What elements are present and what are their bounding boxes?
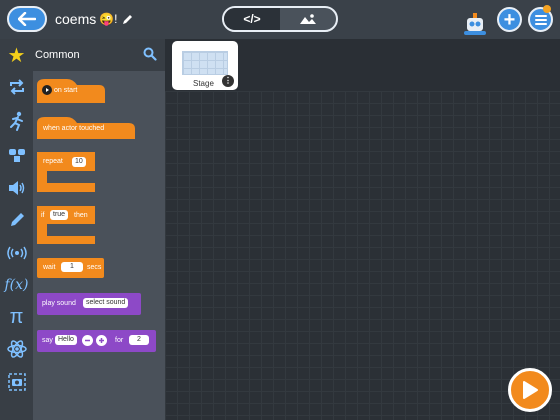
category-motion[interactable] — [0, 105, 33, 137]
speaker-icon — [8, 181, 24, 195]
robot-avatar-icon[interactable] — [462, 12, 488, 36]
select-sound-dropdown[interactable]: select sound — [83, 298, 129, 308]
say-text-input[interactable]: Hello — [55, 335, 77, 345]
play-sound-label: play sound — [42, 300, 76, 307]
back-arrow-icon — [18, 12, 36, 26]
search-icon[interactable] — [143, 47, 157, 61]
remove-param-icon[interactable] — [82, 335, 93, 346]
pencil-icon[interactable] — [121, 13, 134, 26]
plus-icon: + — [503, 8, 516, 31]
category-physics[interactable] — [0, 333, 33, 365]
stage-card[interactable]: Stage ⋮ — [172, 41, 238, 90]
block-if-then[interactable]: if true then — [37, 206, 95, 244]
view-toggle[interactable]: </> — [222, 6, 338, 32]
function-icon: f(x) — [4, 277, 29, 293]
block-on-start[interactable]: on start — [37, 79, 105, 103]
for-value-input[interactable]: 2 — [129, 335, 149, 345]
say-label: say — [42, 337, 53, 344]
costume-icon — [8, 149, 25, 162]
secs-label: secs — [87, 264, 102, 271]
block-play-sound[interactable]: play sound select sound — [37, 293, 141, 315]
runner-icon — [9, 111, 23, 131]
palette-category-title: Common — [35, 49, 80, 61]
star-icon: ★ — [7, 44, 26, 67]
repeat-icon — [9, 79, 24, 95]
stage-label: Stage — [193, 79, 214, 88]
code-canvas[interactable] — [165, 91, 560, 420]
pen-icon — [10, 213, 24, 226]
category-functions[interactable]: f(x) — [0, 269, 33, 301]
play-icon — [42, 85, 52, 95]
hat-shape — [37, 117, 135, 139]
code-icon: </> — [243, 12, 261, 26]
if-condition-input[interactable]: true — [50, 210, 69, 220]
notification-dot — [543, 5, 551, 13]
hat-shape — [37, 79, 105, 103]
project-name: coems — [55, 11, 97, 27]
block-when-actor-touched[interactable]: when actor touched — [37, 117, 135, 139]
category-camera[interactable] — [0, 366, 33, 398]
camera-icon — [7, 373, 26, 391]
when-actor-touched-label: when actor touched — [43, 125, 105, 132]
block-palette: Common on start when actor touched repea… — [33, 39, 165, 420]
block-repeat[interactable]: repeat 10 — [37, 152, 95, 192]
image-icon — [300, 14, 316, 24]
on-start-label: on start — [54, 87, 78, 94]
category-sound[interactable] — [0, 172, 33, 204]
tab-stage[interactable] — [280, 8, 336, 30]
back-button[interactable] — [7, 6, 47, 32]
category-pen[interactable] — [0, 204, 33, 236]
then-label: then — [74, 212, 88, 219]
more-options-icon[interactable]: ⋮ — [222, 75, 234, 87]
stage-thumbnail — [182, 51, 228, 75]
title-emoji: 😜! — [99, 12, 118, 26]
category-common[interactable]: ★ — [0, 39, 33, 71]
category-control[interactable] — [0, 71, 33, 103]
repeat-label: repeat — [43, 158, 63, 165]
play-button[interactable] — [508, 368, 552, 412]
block-wait[interactable]: wait 1 secs — [37, 258, 104, 278]
wait-label: wait — [43, 264, 56, 271]
project-title[interactable]: coems 😜! — [55, 11, 134, 27]
atom-icon — [6, 340, 27, 358]
category-rail: ★ f(x) π — [0, 39, 33, 420]
hamburger-icon — [534, 14, 547, 25]
tab-code[interactable]: </> — [224, 8, 280, 30]
add-param-icon[interactable] — [96, 335, 107, 346]
if-label: if — [41, 212, 45, 219]
category-looks[interactable] — [0, 139, 33, 171]
top-bar: coems 😜! </> + — [0, 0, 560, 39]
category-math[interactable]: π — [0, 301, 33, 333]
broadcast-icon — [6, 246, 27, 260]
play-icon — [523, 381, 538, 399]
palette-header: Common — [33, 39, 165, 71]
for-label: for — [115, 337, 124, 344]
pi-icon: π — [9, 305, 24, 328]
category-events[interactable] — [0, 237, 33, 269]
add-button[interactable]: + — [497, 7, 522, 32]
block-say[interactable]: say Hello for 2 — [37, 330, 156, 352]
wait-seconds-input[interactable]: 1 — [61, 262, 83, 272]
repeat-count-input[interactable]: 10 — [72, 157, 86, 167]
